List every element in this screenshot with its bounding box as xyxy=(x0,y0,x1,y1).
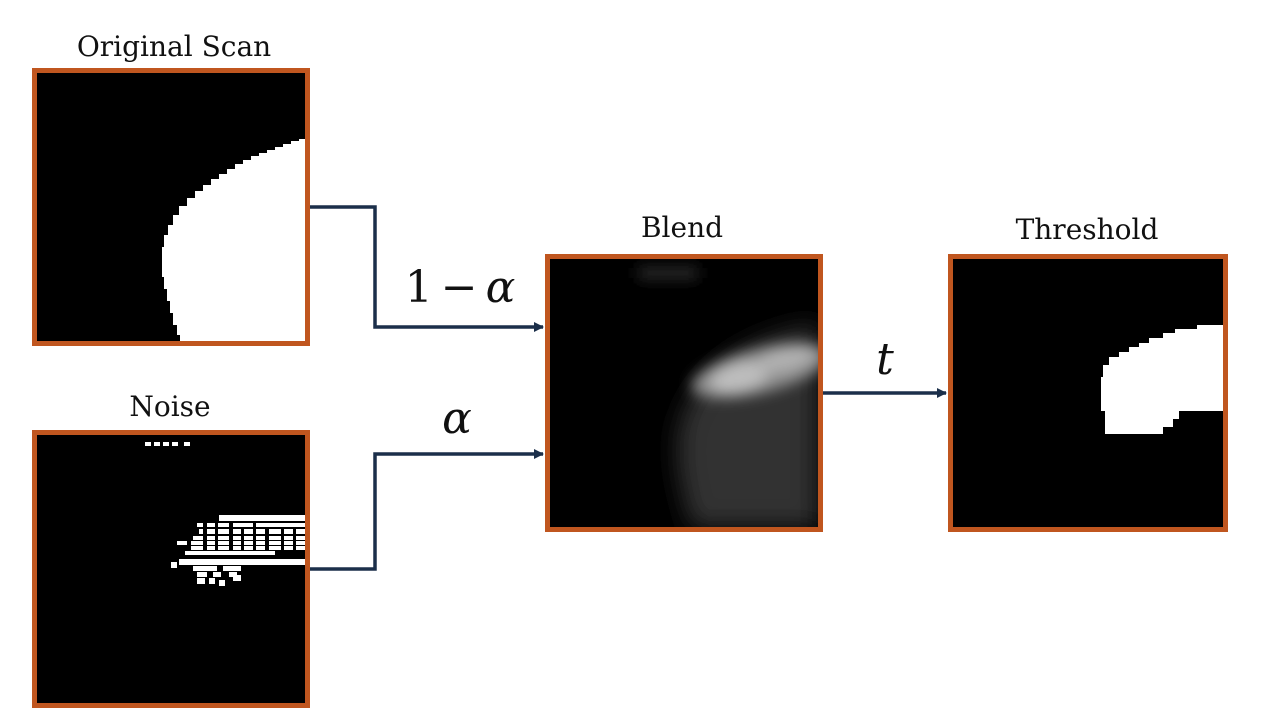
original-scan-title: Original Scan xyxy=(76,30,272,63)
noise-title: Noise xyxy=(129,390,211,423)
minus-symbol: − xyxy=(440,262,478,313)
blend-image xyxy=(550,259,818,527)
threshold-title: Threshold xyxy=(1015,213,1159,246)
original-scan-image xyxy=(37,73,305,341)
alpha-symbol: α xyxy=(485,262,516,313)
original-to-blend-arrow xyxy=(310,205,544,332)
original-scan-panel xyxy=(32,68,310,346)
one-minus-alpha-label: 1−α xyxy=(405,262,516,313)
noise-to-blend-arrow xyxy=(310,449,544,571)
alpha-label: α xyxy=(442,393,472,444)
threshold-panel xyxy=(948,254,1228,532)
threshold-t-label: t xyxy=(876,334,894,385)
blend-panel xyxy=(545,254,823,532)
one-symbol: 1 xyxy=(404,262,433,313)
noise-image xyxy=(37,435,305,703)
blend-title: Blend xyxy=(640,211,724,244)
noise-panel xyxy=(32,430,310,708)
threshold-image xyxy=(953,259,1223,527)
